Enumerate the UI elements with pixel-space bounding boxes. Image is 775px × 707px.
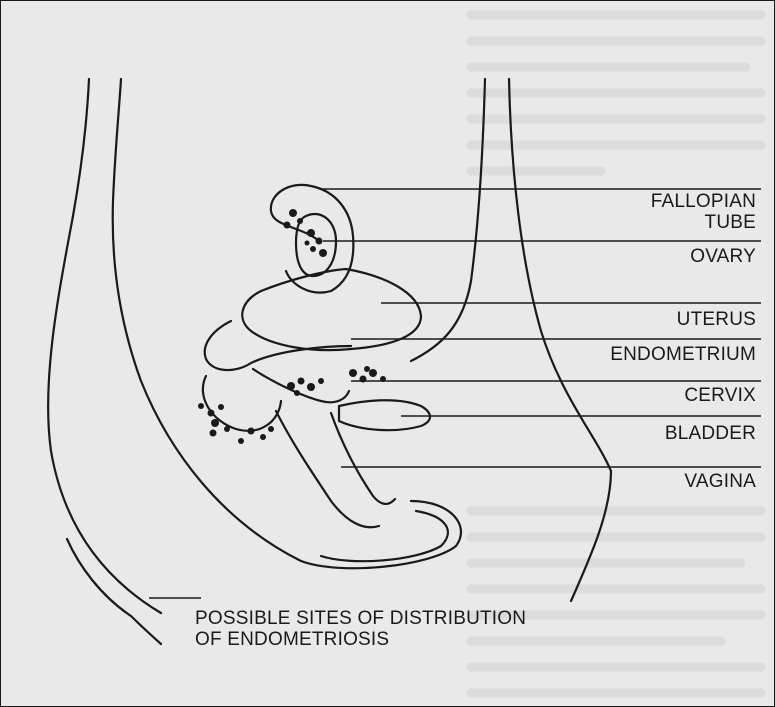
label-ovary: OVARY — [690, 246, 756, 267]
label-fallopian-tube-line1: FALLOPIAN — [651, 191, 756, 212]
pubic-curve-inner — [321, 511, 448, 561]
spine-inner-contour — [113, 79, 301, 561]
caption-line2: OF ENDOMETRIOSIS — [195, 629, 526, 650]
endometrium-inner — [205, 321, 351, 370]
abdomen-wall-left — [411, 79, 485, 361]
label-vagina: VAGINA — [684, 471, 756, 492]
uterus-outline — [242, 269, 421, 350]
label-fallopian-tube-line2: TUBE — [651, 212, 756, 233]
body-back-contour — [67, 539, 161, 644]
label-cervix: CERVIX — [684, 385, 756, 406]
label-fallopian-tube: FALLOPIAN TUBE — [651, 191, 756, 233]
body-outer-contour — [48, 79, 161, 613]
label-endometrium: ENDOMETRIUM — [610, 344, 756, 365]
bladder-outline — [339, 400, 430, 430]
label-bladder: BLADDER — [665, 423, 756, 444]
caption: POSSIBLE SITES OF DISTRIBUTION OF ENDOME… — [195, 608, 526, 650]
cervix-outline — [253, 369, 349, 402]
abdomen-wall-right — [509, 79, 611, 601]
vagina-right-wall — [331, 413, 395, 504]
endometriosis-sites — [198, 209, 386, 444]
label-uterus: UTERUS — [677, 309, 756, 330]
caption-line1: POSSIBLE SITES OF DISTRIBUTION — [195, 608, 526, 629]
ovary-outline — [296, 214, 336, 276]
